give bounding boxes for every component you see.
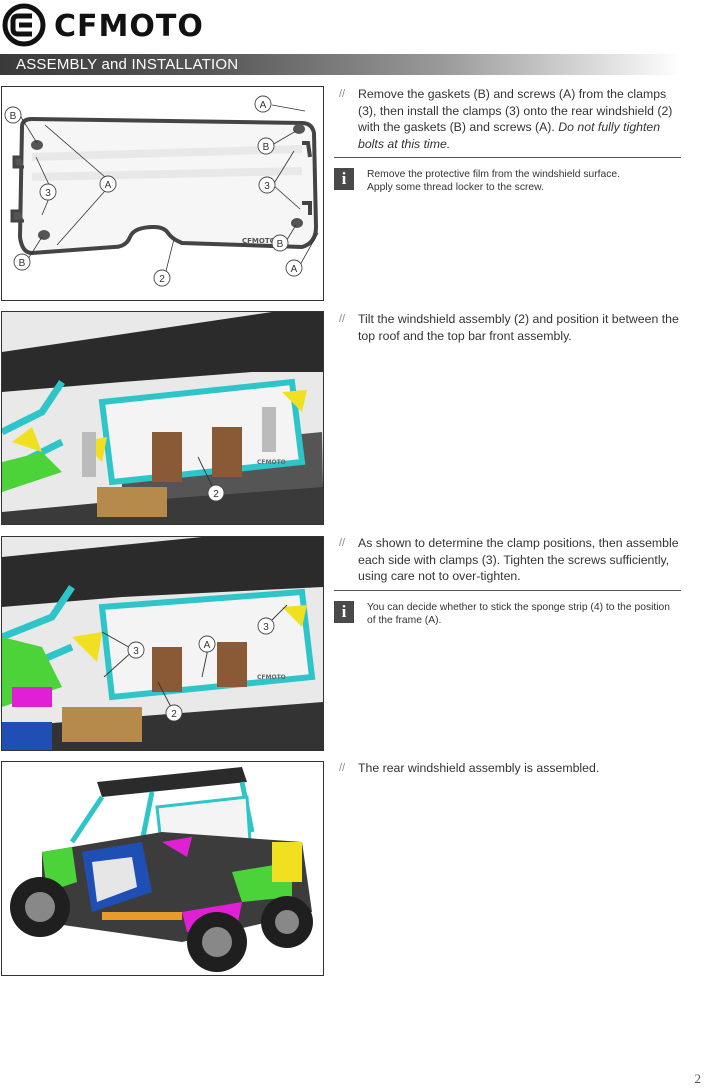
windshield-brand-mark: CFMOTO bbox=[242, 237, 276, 245]
step-3-text: // As shown to determine the clamp posit… bbox=[339, 535, 681, 585]
figure-windshield-clamps: CFMOTO B A B 3 A 3 B bbox=[1, 86, 324, 301]
callout-label: 3 bbox=[263, 622, 269, 633]
callout-label: 2 bbox=[171, 709, 177, 720]
callout-label: 3 bbox=[264, 181, 270, 192]
step-4-text: // The rear windshield assembly is assem… bbox=[339, 760, 681, 777]
step-marker: // bbox=[339, 313, 346, 325]
callout-label: 3 bbox=[45, 188, 51, 199]
step-3-instruction: As shown to determine the clamp position… bbox=[358, 536, 679, 583]
callout-label: B bbox=[19, 258, 26, 269]
callout-label: A bbox=[260, 100, 267, 111]
note-line: You can decide whether to stick the spon… bbox=[367, 602, 670, 626]
step-2-instruction: Tilt the windshield assembly (2) and pos… bbox=[358, 312, 679, 343]
section-title: ASSEMBLY and INSTALLATION bbox=[16, 56, 239, 73]
callout-label: B bbox=[277, 239, 284, 250]
step-1-instruction: Remove the gaskets (B) and screws (A) fr… bbox=[358, 87, 673, 134]
page-number: 2 bbox=[694, 1071, 702, 1086]
callout-label: 2 bbox=[159, 274, 165, 285]
callout-label: A bbox=[291, 264, 298, 275]
step-1-text: // Remove the gaskets (B) and screws (A)… bbox=[339, 86, 681, 152]
note-line: Remove the protective film from the wind… bbox=[367, 169, 620, 180]
figure-assembled-vehicle bbox=[1, 761, 324, 976]
note-line: Apply some thread locker to the screw. bbox=[367, 182, 544, 193]
windshield-brand-mark: CFMOTO bbox=[257, 674, 286, 681]
section-banner: ASSEMBLY and INSTALLATION bbox=[0, 54, 682, 75]
info-icon: i bbox=[334, 168, 354, 190]
info-icon: i bbox=[334, 601, 354, 623]
step-marker: // bbox=[339, 762, 346, 774]
callout-label: B bbox=[10, 111, 17, 122]
note-step-3: i You can decide whether to stick the sp… bbox=[334, 601, 681, 627]
step-marker: // bbox=[339, 537, 346, 549]
callout-label: 3 bbox=[133, 646, 139, 657]
callout-label: A bbox=[105, 180, 112, 191]
divider bbox=[334, 157, 681, 158]
brand-wordmark: CFMOTO bbox=[54, 9, 204, 44]
step-4-instruction: The rear windshield assembly is assemble… bbox=[358, 761, 600, 775]
figure-tilt-windshield: 2 CFMOTO bbox=[1, 311, 324, 525]
step-marker: // bbox=[339, 88, 346, 100]
step-1-caution: Do not fully tighten bolts at this time. bbox=[358, 120, 661, 151]
windshield-brand-mark: CFMOTO bbox=[257, 459, 286, 466]
figure-clamp-positions: 3 A 3 2 CFMOTO bbox=[1, 536, 324, 751]
note-step-1: i Remove the protective film from the wi… bbox=[334, 168, 681, 194]
callout-label: B bbox=[263, 142, 270, 153]
divider bbox=[334, 590, 681, 591]
step-2-text: // Tilt the windshield assembly (2) and … bbox=[339, 311, 681, 344]
callout-label: 2 bbox=[213, 489, 219, 500]
callout-label: A bbox=[204, 640, 211, 651]
cfmoto-logo: CFMOTO bbox=[2, 3, 204, 47]
